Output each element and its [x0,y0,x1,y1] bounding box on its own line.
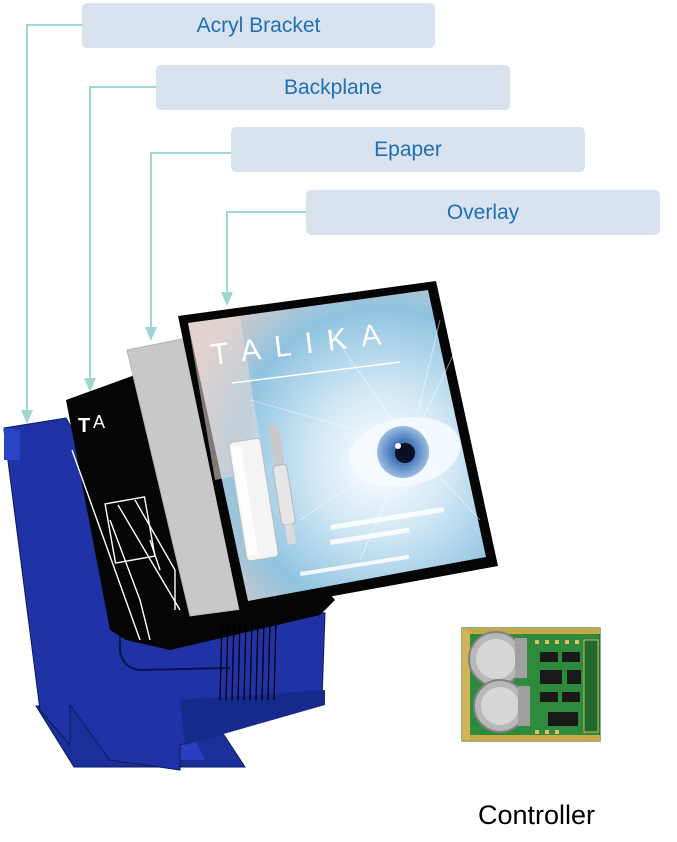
leader-acryl [26,24,82,415]
leader-backplane [89,86,156,383]
controller-caption: Controller [478,800,596,830]
acryl-bracket-label: Acryl Bracket [82,3,435,48]
overlay-display: TALIKA [178,281,498,613]
leader-overlay [226,211,306,297]
backplane-label: Backplane [156,65,510,110]
epaper-label: Epaper [231,127,585,172]
overlay-label: Overlay [306,190,660,235]
svg-text:A: A [93,412,105,432]
leader-epaper [150,152,231,332]
controller-board [461,627,601,742]
leader-lines [26,24,306,415]
leader-arrowheads [21,292,233,424]
svg-text:T: T [78,415,90,437]
